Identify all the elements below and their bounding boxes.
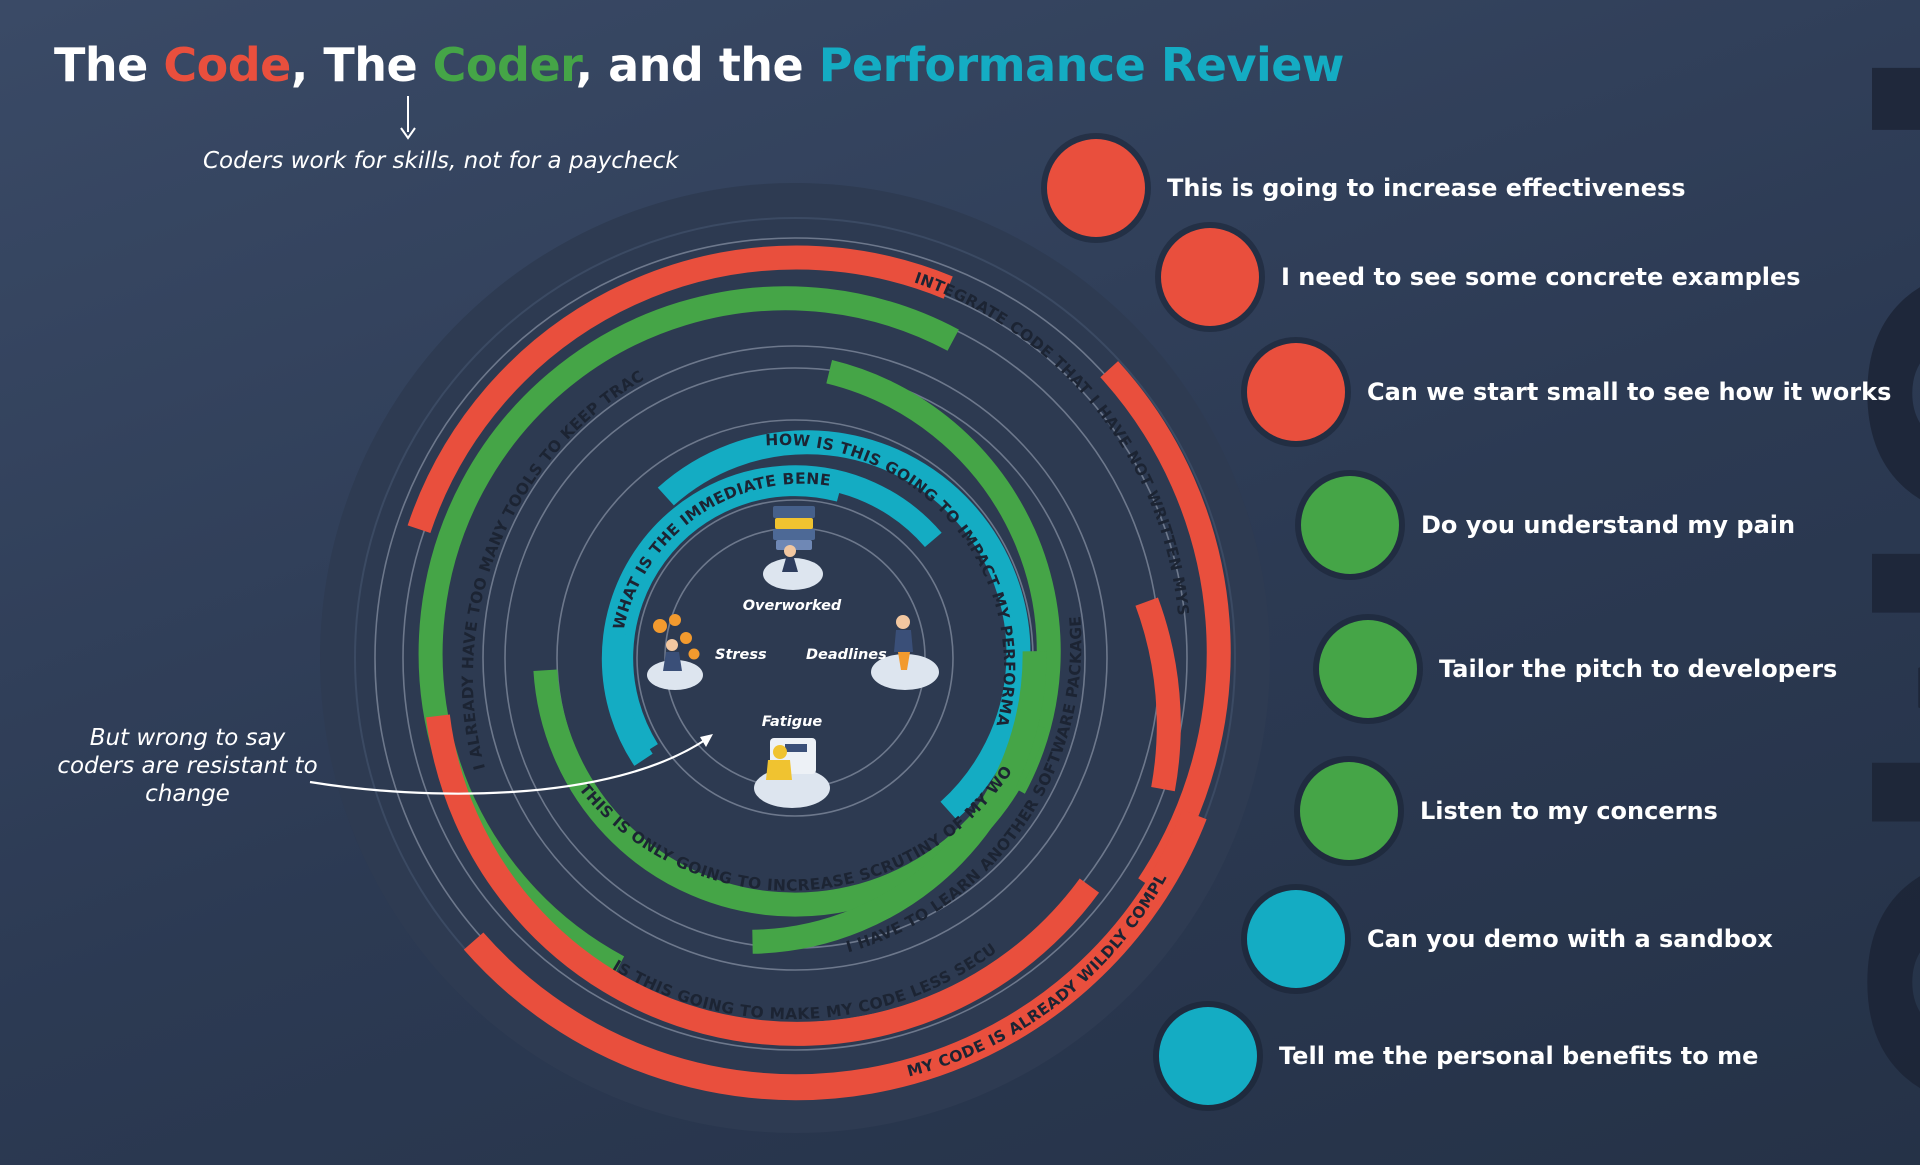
- deadlines-figure: [871, 615, 939, 690]
- arc-red-secure: [425, 714, 1100, 1046]
- deadlines-label: Deadlines: [806, 647, 887, 663]
- subtitle-note: Coders work for skills, not for a payche…: [203, 148, 679, 174]
- fatigue-label: Fatigue: [762, 714, 823, 730]
- fatigue-figure: [754, 738, 830, 808]
- left-note: But wrong to say coders are resistant to…: [57, 725, 318, 807]
- arc-red-complex: [463, 809, 1207, 1101]
- arc-teal-benefit: [601, 465, 942, 766]
- overworked-figure: [763, 506, 823, 590]
- title-code: Code: [163, 38, 291, 92]
- curved-arrow: [309, 734, 713, 795]
- arc-teal-impact: [657, 430, 1031, 820]
- colored-arcs: [407, 245, 1231, 1101]
- arc-red-top: [407, 245, 953, 534]
- arc-green-learn: [752, 651, 1047, 954]
- stress-figure: [647, 614, 703, 690]
- arc-green-mid: [826, 360, 1061, 794]
- page-title: The Code, The Coder, and the Performance…: [54, 38, 1344, 92]
- center-illustrations: Overworked Stress Deadlines: [647, 506, 939, 808]
- arc-red-inner: [1135, 597, 1181, 792]
- title-coder: Coder: [432, 38, 576, 92]
- down-arrow-icon: [400, 96, 416, 140]
- overworked-label: Overworked: [743, 598, 842, 614]
- fomo-watermark: FOMO: [1794, 38, 1920, 1113]
- title-performance-review: Performance Review: [818, 38, 1345, 92]
- stress-label: Stress: [715, 647, 767, 663]
